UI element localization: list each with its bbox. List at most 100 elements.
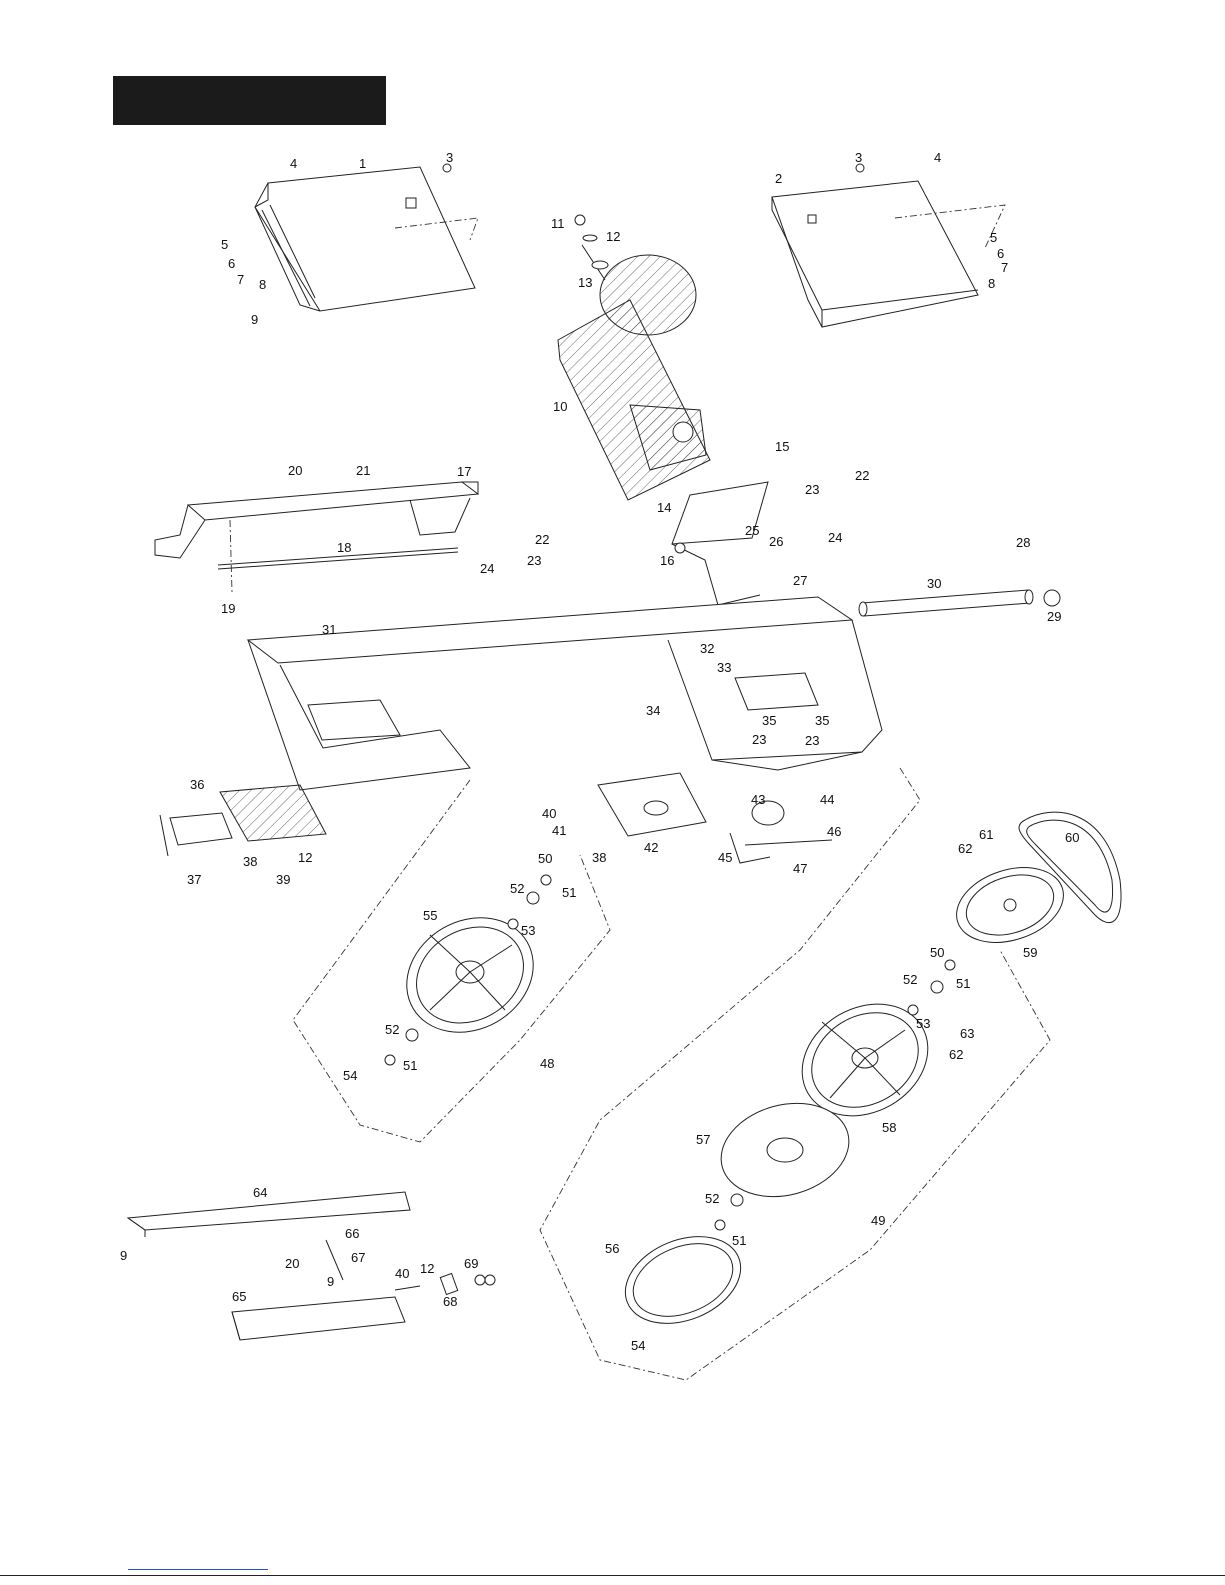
label-part-63: 63 <box>960 1026 974 1041</box>
label-part-8b: 8 <box>988 276 995 291</box>
label-part-10: 10 <box>553 399 567 414</box>
label-part-20: 20 <box>288 463 302 478</box>
footer-link-underline <box>128 1569 268 1570</box>
label-part-54b: 54 <box>631 1338 645 1353</box>
label-part-51c: 51 <box>956 976 970 991</box>
label-part-47: 47 <box>793 861 807 876</box>
label-part-26: 26 <box>769 534 783 549</box>
guard-upper <box>128 1192 410 1237</box>
frame <box>248 597 882 790</box>
label-part-15: 15 <box>775 439 789 454</box>
label-part-19: 19 <box>221 601 235 616</box>
label-part-38: 38 <box>243 854 257 869</box>
label-part-9c: 9 <box>327 1274 334 1289</box>
label-part-12b: 12 <box>298 850 312 865</box>
cover-left <box>255 167 478 311</box>
label-part-22b: 22 <box>535 532 549 547</box>
guard-lower <box>232 1297 405 1340</box>
label-part-41: 41 <box>552 823 566 838</box>
label-part-55: 55 <box>423 908 437 923</box>
label-part-35: 35 <box>762 713 776 728</box>
label-part-2: 2 <box>775 171 782 186</box>
label-part-36: 36 <box>190 777 204 792</box>
label-part-28: 28 <box>1016 535 1030 550</box>
label-part-29: 29 <box>1047 609 1061 624</box>
label-part-12c: 12 <box>420 1261 434 1276</box>
label-part-14: 14 <box>657 500 671 515</box>
rail-upper <box>155 482 478 592</box>
label-part-40b: 40 <box>395 1266 409 1281</box>
label-part-46: 46 <box>827 824 841 839</box>
label-part-58: 58 <box>882 1120 896 1135</box>
motor-mount <box>672 482 768 605</box>
tension-assembly <box>730 801 832 863</box>
label-part-23d: 23 <box>805 733 819 748</box>
label-part-23b: 23 <box>527 553 541 568</box>
label-part-4b: 4 <box>934 150 941 165</box>
label-part-3b: 3 <box>855 150 862 165</box>
label-part-37: 37 <box>187 872 201 887</box>
label-part-52b: 52 <box>385 1022 399 1037</box>
label-part-49: 49 <box>871 1213 885 1228</box>
label-part-50b: 50 <box>930 945 944 960</box>
label-part-9b: 9 <box>120 1248 127 1263</box>
label-part-16: 16 <box>660 553 674 568</box>
label-part-51: 51 <box>562 885 576 900</box>
label-part-51d: 51 <box>732 1233 746 1248</box>
label-part-52: 52 <box>510 881 524 896</box>
label-part-42: 42 <box>644 840 658 855</box>
label-part-7: 7 <box>237 272 244 287</box>
shaft-tube <box>859 590 1060 616</box>
label-part-45: 45 <box>718 850 732 865</box>
label-part-12: 12 <box>606 229 620 244</box>
label-part-57: 57 <box>696 1132 710 1147</box>
label-part-23c: 23 <box>752 732 766 747</box>
label-part-23: 23 <box>805 482 819 497</box>
label-part-35b: 35 <box>815 713 829 728</box>
footer-rule <box>0 1575 1225 1576</box>
label-part-62: 62 <box>958 841 972 856</box>
cover-right <box>772 181 1005 327</box>
label-part-30: 30 <box>927 576 941 591</box>
label-part-67: 67 <box>351 1250 365 1265</box>
label-part-48: 48 <box>540 1056 554 1071</box>
group-49-outline <box>540 768 1050 1380</box>
label-part-20b: 20 <box>285 1256 299 1271</box>
label-part-6: 6 <box>228 256 235 271</box>
vise <box>160 785 326 856</box>
label-part-27: 27 <box>793 573 807 588</box>
label-part-50: 50 <box>538 851 552 866</box>
label-part-4: 4 <box>290 156 297 171</box>
label-part-52c: 52 <box>903 972 917 987</box>
label-part-21: 21 <box>356 463 370 478</box>
label-part-68: 68 <box>443 1294 457 1309</box>
label-part-64: 64 <box>253 1185 267 1200</box>
label-part-66: 66 <box>345 1226 359 1241</box>
label-part-31: 31 <box>322 622 336 637</box>
label-part-53: 53 <box>521 923 535 938</box>
label-part-33: 33 <box>717 660 731 675</box>
label-part-24b: 24 <box>480 561 494 576</box>
label-part-7b: 7 <box>1001 260 1008 275</box>
label-part-69: 69 <box>464 1256 478 1271</box>
label-part-8: 8 <box>259 277 266 292</box>
label-part-13: 13 <box>578 275 592 290</box>
label-part-40: 40 <box>542 806 556 821</box>
label-part-1: 1 <box>359 156 366 171</box>
label-part-62b: 62 <box>949 1047 963 1062</box>
label-part-43: 43 <box>751 792 765 807</box>
label-part-34: 34 <box>646 703 660 718</box>
label-part-51b: 51 <box>403 1058 417 1073</box>
label-part-22: 22 <box>855 468 869 483</box>
label-part-39: 39 <box>276 872 290 887</box>
label-part-5b: 5 <box>990 230 997 245</box>
label-part-53b: 53 <box>916 1016 930 1031</box>
label-part-9: 9 <box>251 312 258 327</box>
label-part-56: 56 <box>605 1241 619 1256</box>
label-part-5: 5 <box>221 237 228 252</box>
label-part-6b: 6 <box>997 246 1004 261</box>
label-part-65: 65 <box>232 1289 246 1304</box>
label-part-44: 44 <box>820 792 834 807</box>
label-part-24: 24 <box>828 530 842 545</box>
label-part-3: 3 <box>446 150 453 165</box>
